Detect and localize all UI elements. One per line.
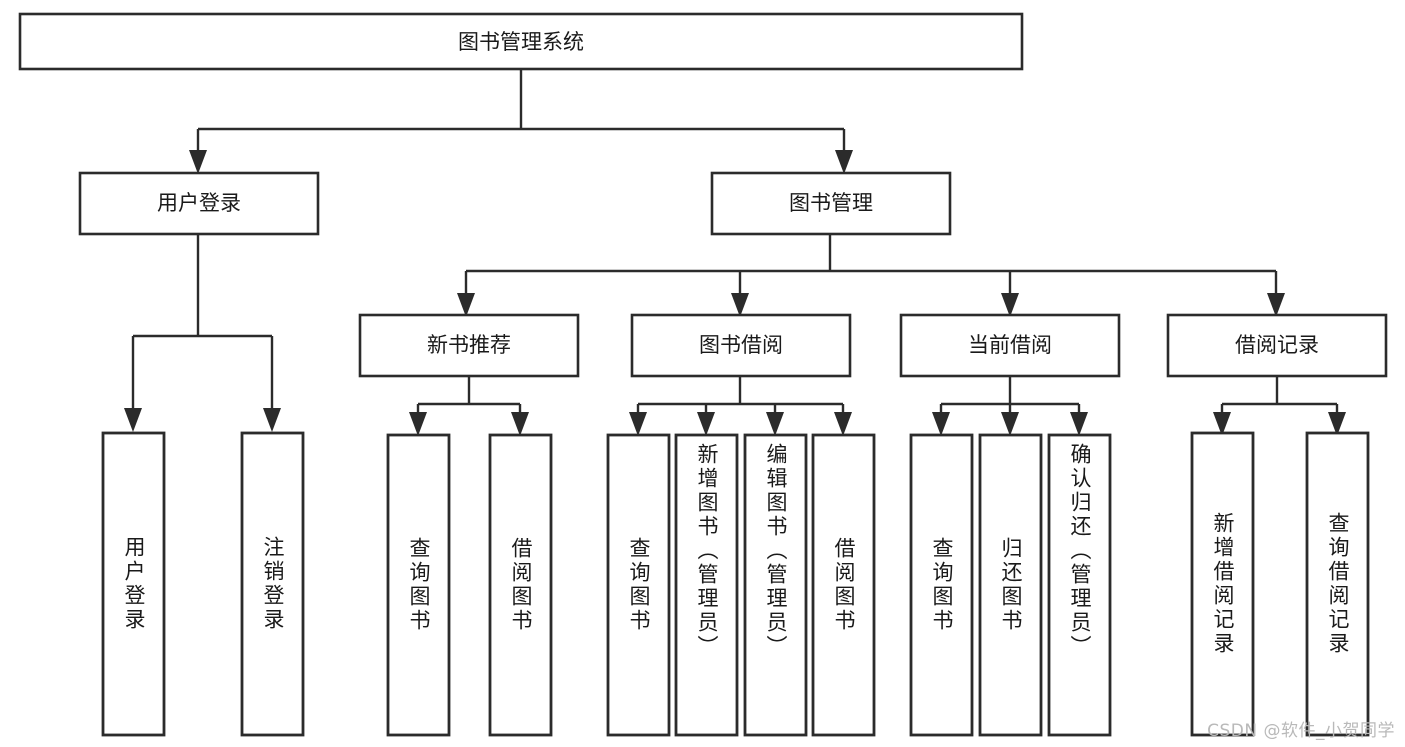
arrow-to-current-leaf-1 xyxy=(1001,412,1019,436)
node-book-manage-box[interactable] xyxy=(710,171,952,236)
arrow-to-book-manage xyxy=(835,150,853,174)
csdn-watermark: CSDN @软件_小贺同学 xyxy=(1207,721,1395,741)
node-root-label: 图书管理系统 xyxy=(458,30,584,54)
leaf-box-book-borrow-1[interactable] xyxy=(674,433,739,737)
arrow-to-current-leaf-0 xyxy=(932,412,950,436)
leaf-box-user-login-1[interactable] xyxy=(240,431,305,737)
arrow-to-l2-2 xyxy=(1001,293,1019,317)
leaf-box-book-borrow-3[interactable] xyxy=(811,433,876,737)
arrow-to-l2-1 xyxy=(731,293,749,317)
leaf-box-new-book-0[interactable] xyxy=(386,433,451,737)
arrow-to-record-leaf-1 xyxy=(1328,412,1346,436)
leaf-box-current-borrow-1[interactable] xyxy=(978,433,1043,737)
arrow-to-newbook-leaf-0 xyxy=(409,412,427,436)
arrow-to-current-leaf-2 xyxy=(1070,412,1088,436)
leaf-box-current-borrow-2[interactable] xyxy=(1047,433,1112,737)
node-new-book-recommend-label: 新书推荐 xyxy=(427,333,511,357)
arrow-to-record-leaf-0 xyxy=(1213,412,1231,436)
arrow-to-borrow-leaf-1 xyxy=(697,412,715,436)
arrow-to-borrow-leaf-2 xyxy=(766,412,784,436)
leaf-box-borrow-record-0[interactable] xyxy=(1190,431,1255,737)
arrow-to-borrow-leaf-0 xyxy=(629,412,647,436)
leaf-box-user-login-0[interactable] xyxy=(101,431,166,737)
arrow-to-userlogin-leaf-1 xyxy=(263,408,281,432)
node-current-borrow-box[interactable] xyxy=(899,313,1121,378)
arrowheads-layer xyxy=(124,150,1346,436)
arrow-to-userlogin-leaf-0 xyxy=(124,408,142,432)
node-current-borrow-label: 当前借阅 xyxy=(968,333,1052,357)
arrow-to-l2-0 xyxy=(457,293,475,317)
node-borrow-record-label: 借阅记录 xyxy=(1235,333,1319,357)
leaf-box-new-book-1[interactable] xyxy=(488,433,553,737)
arrow-to-l2-3 xyxy=(1267,293,1285,317)
node-book-manage-label: 图书管理 xyxy=(789,191,873,215)
node-book-borrow-label: 图书借阅 xyxy=(699,333,783,357)
leaf-box-book-borrow-2[interactable] xyxy=(743,433,808,737)
arrow-to-borrow-leaf-3 xyxy=(834,412,852,436)
node-root-box[interactable] xyxy=(18,12,1024,71)
leaf-box-borrow-record-1[interactable] xyxy=(1305,431,1370,737)
node-new-book-recommend-box[interactable] xyxy=(358,313,580,378)
node-borrow-record-box[interactable] xyxy=(1166,313,1388,378)
leaf-box-current-borrow-0[interactable] xyxy=(909,433,974,737)
arrow-to-user-login xyxy=(189,150,207,174)
arrow-to-newbook-leaf-1 xyxy=(511,412,529,436)
leaf-box-book-borrow-0[interactable] xyxy=(606,433,671,737)
node-book-borrow-box[interactable] xyxy=(630,313,852,378)
boxes-layer: 图书管理系统 用户登录 图书管理 新书推荐 图书借阅 当前借阅 借阅记录 xyxy=(18,12,1388,737)
node-user-login-label: 用户登录 xyxy=(157,191,241,215)
node-user-login-box[interactable] xyxy=(78,171,320,236)
